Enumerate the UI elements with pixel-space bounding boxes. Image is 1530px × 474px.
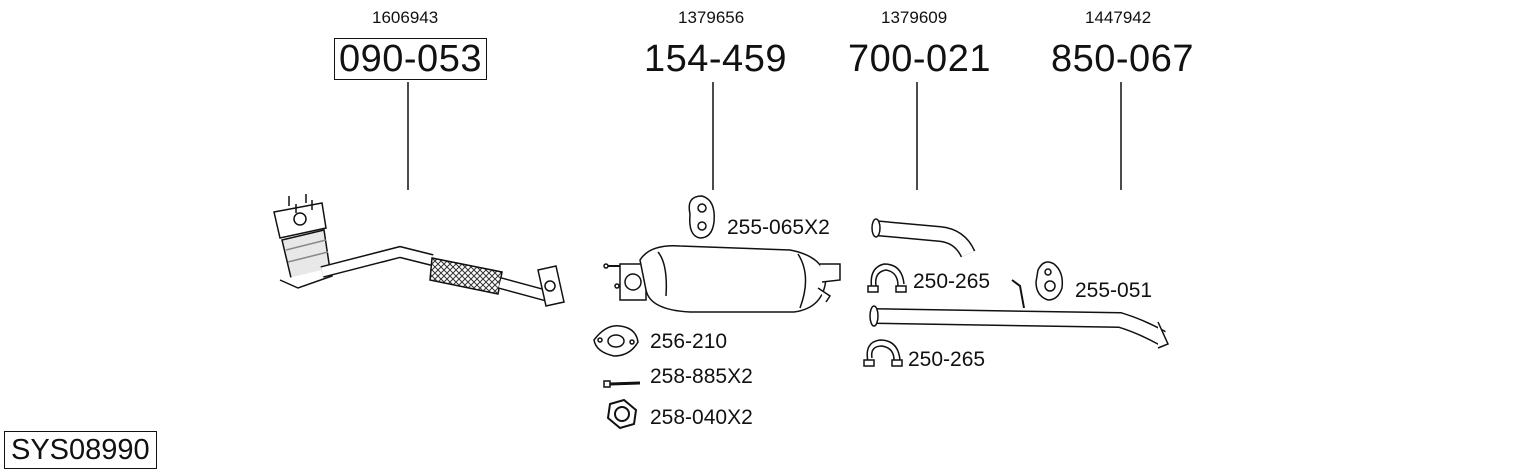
accessory-label-clamp-2[interactable]: 250-265 (908, 348, 986, 371)
oe-number-2: 1379656 (678, 8, 745, 27)
part-number-4[interactable]: 850-067 (1051, 38, 1194, 80)
oe-number-3: 1379609 (881, 8, 948, 27)
part-number-2[interactable]: 154-459 (644, 38, 787, 80)
accessory-label-hanger-1[interactable]: 255-065X2 (727, 216, 830, 239)
accessory-label-clamp-1[interactable]: 250-265 (913, 270, 991, 293)
catalytic-converter-front-pipe (273, 194, 565, 307)
part-number-3[interactable]: 700-021 (848, 38, 991, 80)
accessory-label-gasket[interactable]: 256-210 (650, 330, 728, 353)
system-code: SYS08990 (4, 431, 157, 469)
oe-number-4: 1447942 (1085, 8, 1152, 27)
pipe-clamp-icon (863, 339, 903, 367)
bolt-icon (603, 380, 641, 388)
part-number-1[interactable]: 090-053 (334, 38, 487, 80)
hex-nut-icon (606, 398, 638, 430)
tail-pipe (869, 279, 1170, 349)
accessory-label-hanger-2[interactable]: 255-051 (1075, 279, 1153, 302)
accessory-label-bolt[interactable]: 258-885X2 (650, 365, 753, 388)
rubber-hanger-icon (1035, 261, 1064, 301)
intermediate-pipe (871, 218, 976, 258)
gasket-icon (593, 325, 639, 357)
pipe-clamp-icon (867, 263, 907, 293)
middle-silencer (603, 245, 841, 313)
oe-number-1: 1606943 (372, 8, 439, 27)
accessory-label-nut[interactable]: 258-040X2 (650, 406, 753, 429)
rubber-hanger-icon (688, 195, 715, 239)
